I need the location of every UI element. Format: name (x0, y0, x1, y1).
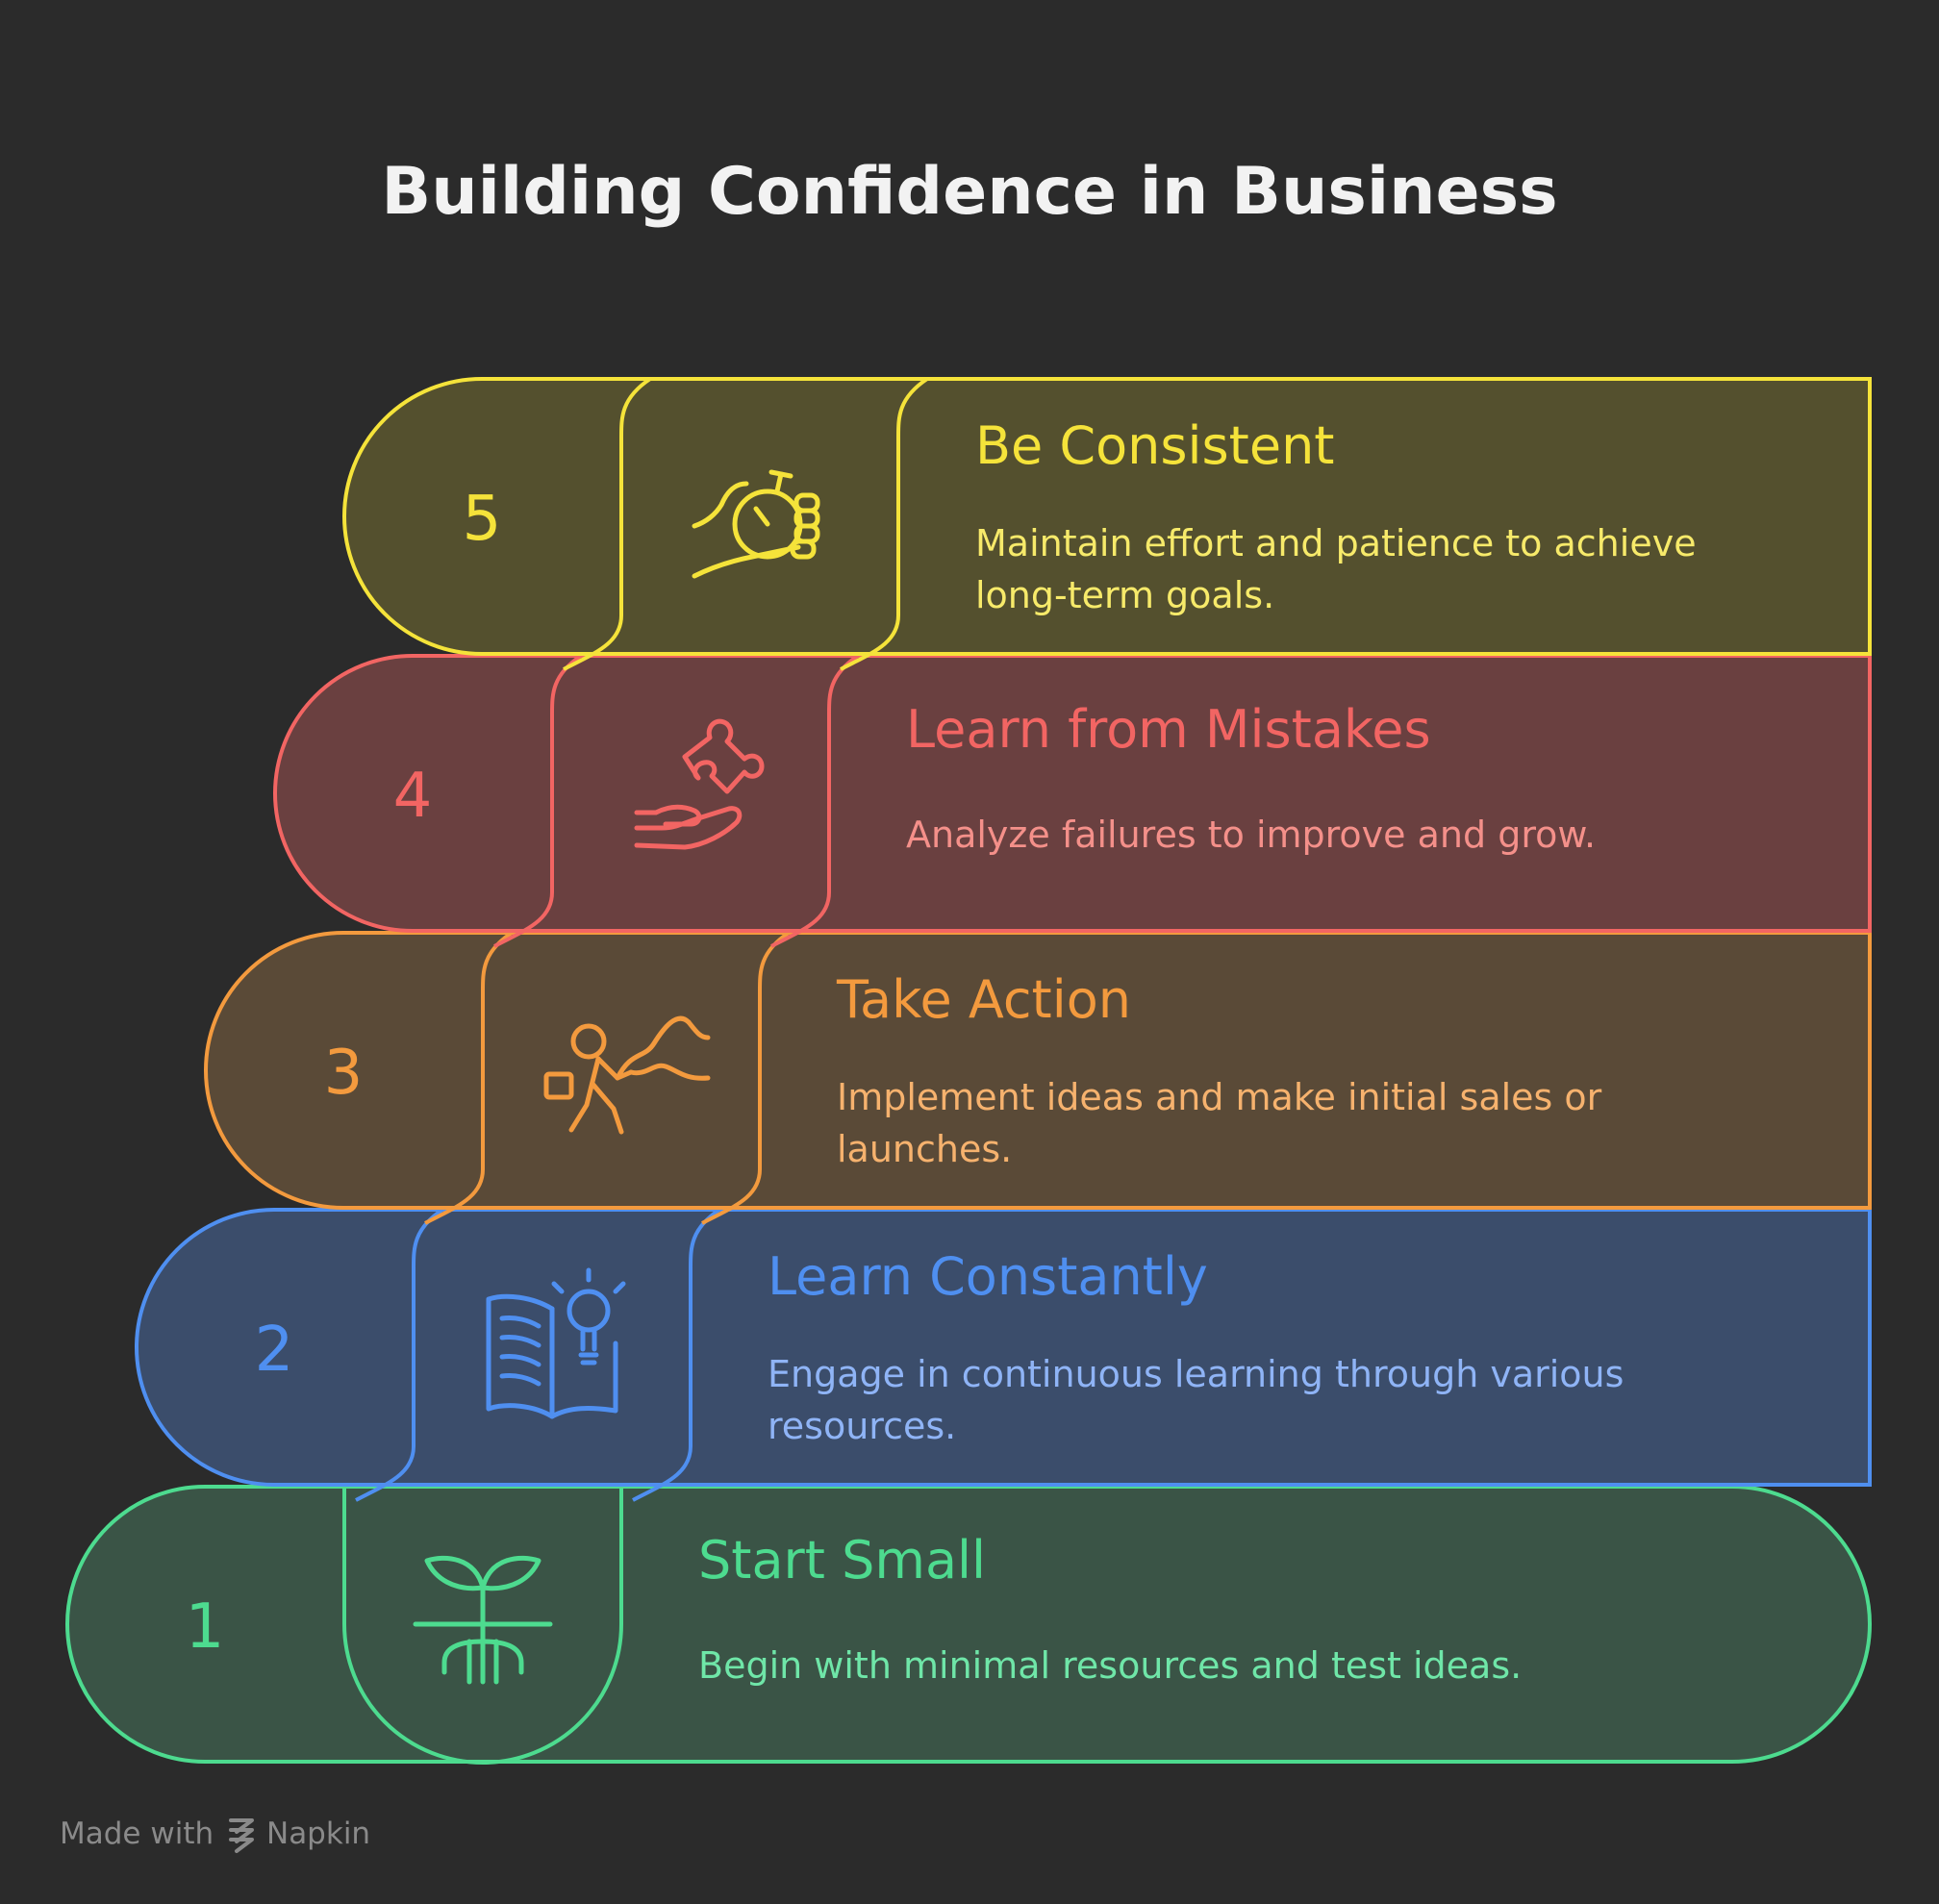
step-number: 4 (393, 761, 433, 832)
running-person-icon (543, 1015, 711, 1135)
book-lightbulb-icon (486, 1267, 626, 1419)
step-description-line: resources. (768, 1405, 956, 1447)
step-description-line: Engage in continuous learning through va… (768, 1353, 1624, 1395)
step-band (342, 377, 1872, 656)
step-heading: Be Consistent (975, 415, 1334, 476)
step-description-line: Begin with minimal resources and test id… (698, 1644, 1522, 1687)
step-number: 3 (324, 1038, 364, 1109)
step-band (65, 1485, 1872, 1764)
step-band (273, 654, 1872, 933)
footer-brand: Napkin (266, 1816, 370, 1851)
icon-panel-outline (342, 1485, 623, 1765)
hand-stopwatch-icon (692, 469, 820, 579)
step-number: 1 (186, 1591, 225, 1663)
icon-panel-outline (563, 377, 934, 671)
step-band (135, 1208, 1872, 1487)
step-heading: Learn Constantly (768, 1246, 1208, 1307)
step-heading: Take Action (836, 969, 1131, 1030)
footer-made-with: Made with (60, 1816, 214, 1851)
step-description-line: Implement ideas and make initial sales o… (837, 1076, 1602, 1118)
step-description-line: Analyze failures to improve and grow. (906, 814, 1596, 856)
step-description-line: long-term goals. (975, 574, 1274, 616)
footer: Made with Napkin (60, 1816, 370, 1853)
step-number: 5 (463, 484, 502, 555)
page-title: Building Confidence in Business (381, 154, 1557, 230)
step-description-line: Maintain effort and patience to achieve (975, 522, 1697, 564)
step-band (204, 931, 1872, 1210)
step-number: 2 (255, 1315, 294, 1386)
napkin-logo-icon (229, 1818, 254, 1853)
step-heading: Start Small (698, 1530, 986, 1591)
step-heading: Learn from Mistakes (906, 699, 1431, 760)
step-description-line: launches. (837, 1128, 1012, 1170)
sprout-roots-icon (413, 1555, 553, 1685)
hand-puzzle-icon (634, 718, 765, 850)
